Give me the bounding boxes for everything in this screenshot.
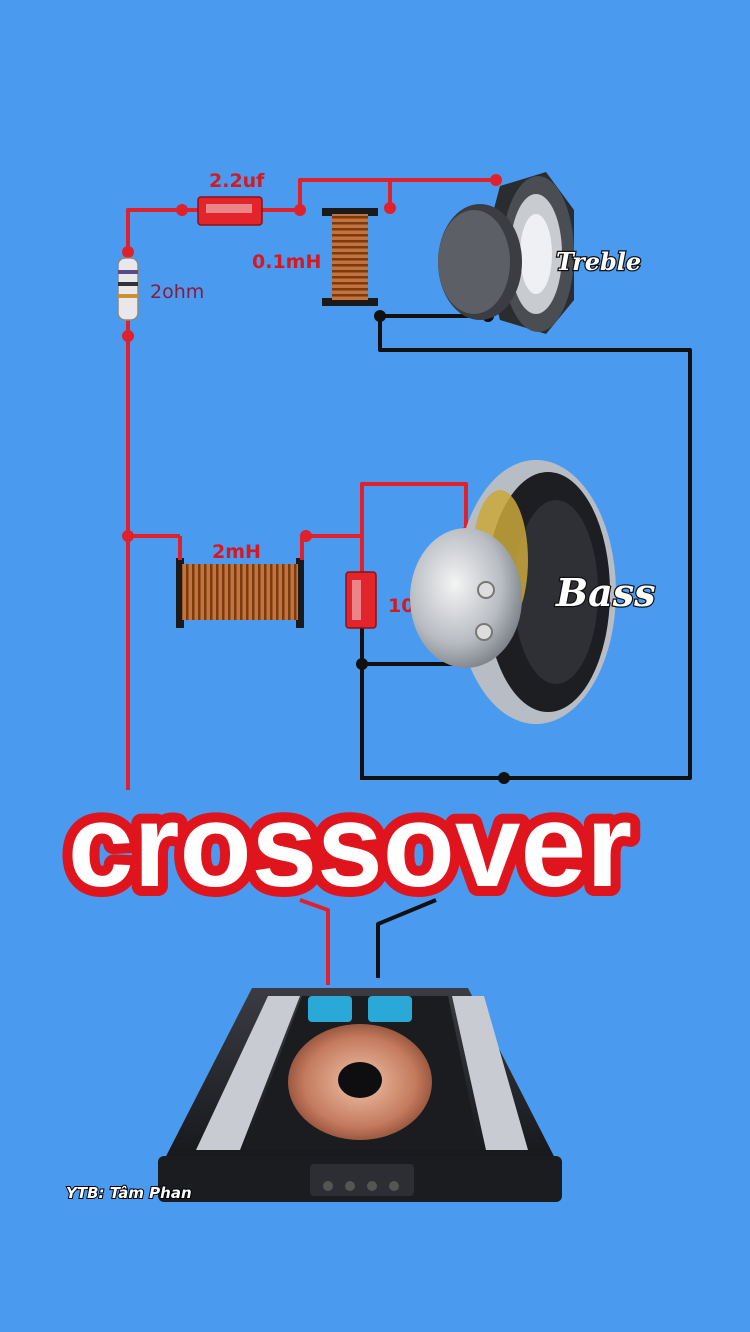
woofer-coil (176, 536, 304, 628)
resistor-label: 2ohm (150, 281, 204, 303)
tweeter-capacitor (197, 196, 263, 226)
tweeter-speaker (438, 172, 574, 334)
woofer-speaker (410, 460, 616, 724)
treble-label: Treble (556, 247, 641, 276)
negative-wiring (360, 314, 692, 978)
title-crossover: crossover (68, 780, 632, 912)
amplifier (158, 988, 562, 1202)
watermark: YTB: Tâm Phan (66, 1184, 192, 1202)
tweeter-cap-label: 2.2uf (209, 170, 265, 192)
resistor (117, 257, 139, 321)
woofer-coil-label: 2mH (212, 541, 261, 563)
tweeter-coil-label: 0.1mH (252, 251, 321, 273)
tweeter-coil (322, 208, 378, 306)
positive-wiring (126, 178, 496, 985)
woofer-capacitor (345, 571, 377, 629)
bass-label: Bass (555, 570, 656, 615)
